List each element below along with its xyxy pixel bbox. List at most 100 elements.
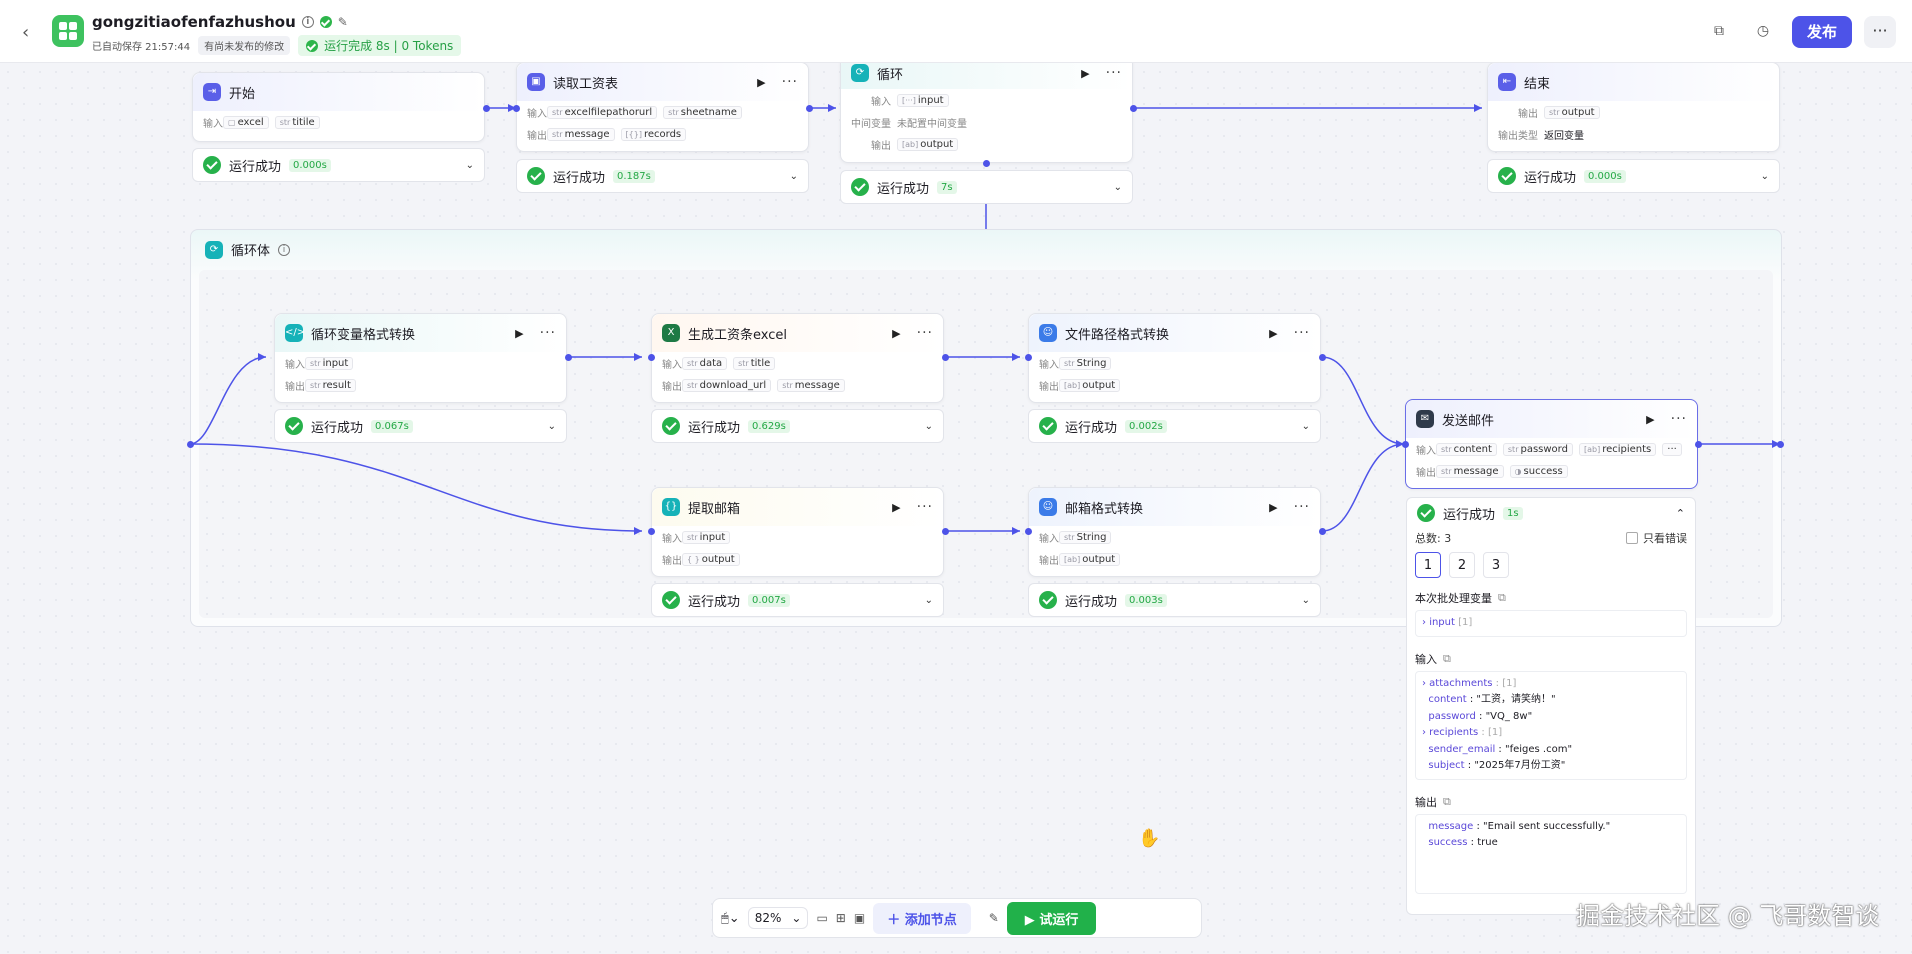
output-port[interactable] xyxy=(942,354,949,361)
copy-icon[interactable]: ⧉ xyxy=(1714,23,1724,39)
node-title: 开始 xyxy=(229,86,256,102)
chevron-down-icon[interactable]: ⌄ xyxy=(1301,594,1310,606)
chevron-down-icon[interactable]: ⌄ xyxy=(547,420,556,432)
edit-icon[interactable]: ✎ xyxy=(337,15,348,29)
json-row[interactable]: › recipients : [1] xyxy=(1422,725,1680,742)
comment-icon[interactable]: ▭ xyxy=(816,911,828,925)
row-label: 输出 xyxy=(1518,108,1538,120)
more-icon[interactable]: ··· xyxy=(1293,499,1310,515)
chevron-down-icon[interactable]: ⌄ xyxy=(1301,420,1310,432)
info-icon[interactable]: i xyxy=(301,16,314,28)
copy-icon[interactable]: ⧉ xyxy=(1443,651,1451,665)
more-icon[interactable]: ··· xyxy=(539,325,556,341)
output-port[interactable] xyxy=(942,528,949,535)
debug-icon[interactable]: ✎ xyxy=(988,911,999,925)
run-status-badge[interactable]: 运行完成 8s | 0 Tokens xyxy=(298,35,462,56)
history-icon[interactable]: ◷ xyxy=(1756,23,1770,39)
more-icon[interactable]: ··· xyxy=(916,499,933,515)
chevron-down-icon[interactable]: ⌄ xyxy=(924,594,933,606)
more-icon[interactable]: ··· xyxy=(916,325,933,341)
page-3[interactable]: 3 xyxy=(1483,552,1509,578)
chevron-down-icon[interactable]: ⌄ xyxy=(1760,170,1769,182)
copy-icon[interactable]: ⧉ xyxy=(1498,591,1506,604)
param-pill: { }output xyxy=(682,552,740,566)
body-port[interactable] xyxy=(983,160,990,167)
more-icon[interactable]: ··· xyxy=(1105,65,1122,81)
input-port[interactable] xyxy=(648,528,655,535)
chevron-down-icon[interactable]: ⌄ xyxy=(465,159,474,171)
page-1[interactable]: 1 xyxy=(1415,552,1441,578)
minimap-icon[interactable]: ▣ xyxy=(853,911,866,925)
play-icon[interactable]: ▶ xyxy=(515,326,524,340)
input-port[interactable] xyxy=(1025,354,1032,361)
play-icon[interactable]: ▶ xyxy=(1646,412,1655,426)
output-port[interactable] xyxy=(565,354,572,361)
play-icon[interactable]: ▶ xyxy=(1081,66,1090,80)
output-port[interactable] xyxy=(806,105,813,112)
zoom-select[interactable]: 82%⌄ xyxy=(747,907,809,929)
node-loop[interactable]: ⟳循环▶··· 输入[···]input 中间变量未配置中间变量 输出[ab]o… xyxy=(840,56,1133,163)
end-icon: ⇤ xyxy=(1498,73,1516,91)
play-icon[interactable]: ▶ xyxy=(1269,500,1278,514)
output-port[interactable] xyxy=(1695,441,1702,448)
chevron-down-icon[interactable]: ⌄ xyxy=(924,420,933,432)
input-json-box: › attachments : [1] content : "工资，请笑纳！" … xyxy=(1415,670,1687,780)
more-icon[interactable]: ··· xyxy=(781,74,798,90)
back-icon[interactable]: ‹ xyxy=(22,22,30,43)
chevron-up-icon[interactable]: ⌃ xyxy=(1675,506,1685,520)
output-port[interactable] xyxy=(1319,528,1326,535)
input-port[interactable] xyxy=(513,105,520,112)
json-row[interactable]: › attachments : [1] xyxy=(1422,676,1680,693)
chevron-down-icon[interactable]: ⌄ xyxy=(789,170,798,182)
output-port[interactable] xyxy=(1130,105,1137,112)
info-icon[interactable]: i xyxy=(278,243,291,256)
more-button[interactable]: ··· xyxy=(1864,16,1896,48)
copy-icon[interactable]: ⧉ xyxy=(1443,794,1451,808)
mouse-mode-icon[interactable]: 🖱︎⌄ xyxy=(721,910,740,926)
more-icon[interactable]: ··· xyxy=(1670,411,1687,427)
play-icon[interactable]: ▶ xyxy=(757,75,766,89)
play-icon[interactable]: ▶ xyxy=(892,326,901,340)
play-icon[interactable]: ▶ xyxy=(892,500,901,514)
more-icon[interactable]: ··· xyxy=(1293,325,1310,341)
publish-button[interactable]: 发布 xyxy=(1792,16,1852,48)
group-output-port[interactable] xyxy=(1777,441,1784,448)
more-params[interactable]: ··· xyxy=(1662,442,1682,456)
add-node-button[interactable]: ＋ 添加节点 xyxy=(873,902,971,934)
input-port[interactable] xyxy=(1402,441,1409,448)
input-port[interactable] xyxy=(1025,528,1032,535)
trial-run-button[interactable]: ▶ 试运行 xyxy=(1006,901,1097,935)
output-port[interactable] xyxy=(483,105,490,112)
output-port[interactable] xyxy=(1319,354,1326,361)
input-port[interactable] xyxy=(648,354,655,361)
batch-item[interactable]: input xyxy=(1429,617,1455,628)
play-icon[interactable]: ▶ xyxy=(1269,326,1278,340)
page-2[interactable]: 2 xyxy=(1449,552,1475,578)
chevron-down-icon[interactable]: ⌄ xyxy=(1113,181,1122,193)
layout-icon[interactable]: ⊞ xyxy=(835,911,846,925)
group-input-port[interactable] xyxy=(187,441,194,448)
json-key: message xyxy=(1422,820,1474,832)
only-errors-checkbox[interactable] xyxy=(1626,532,1638,544)
